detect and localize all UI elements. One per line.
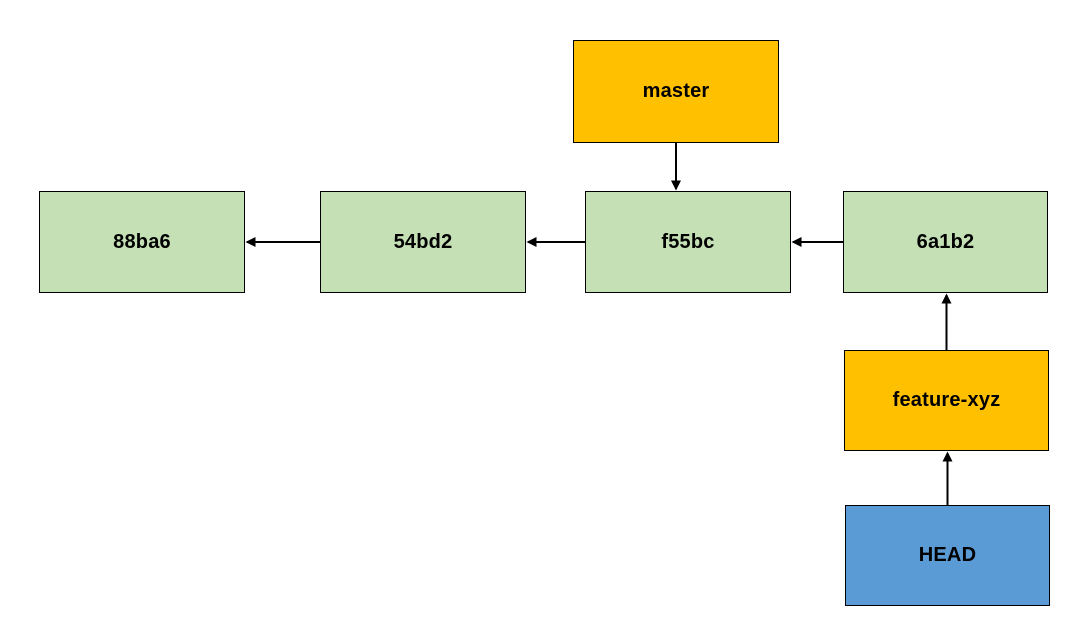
node-commit-6a1b2: 6a1b2 <box>843 191 1048 293</box>
node-label: 54bd2 <box>393 230 453 253</box>
node-label: feature-xyz <box>892 389 1001 411</box>
node-commit-f55bc: f55bc <box>585 191 791 293</box>
node-label: HEAD <box>918 544 977 566</box>
node-feature-xyz: feature-xyz <box>844 350 1049 451</box>
node-label: 6a1b2 <box>916 230 975 253</box>
node-label: f55bc <box>661 230 715 253</box>
node-master: master <box>573 40 779 143</box>
node-label: master <box>642 80 710 102</box>
node-commit-54bd2: 54bd2 <box>320 191 526 293</box>
node-label: 88ba6 <box>113 230 171 253</box>
node-head: HEAD <box>845 505 1050 606</box>
node-commit-88ba6: 88ba6 <box>39 191 245 293</box>
